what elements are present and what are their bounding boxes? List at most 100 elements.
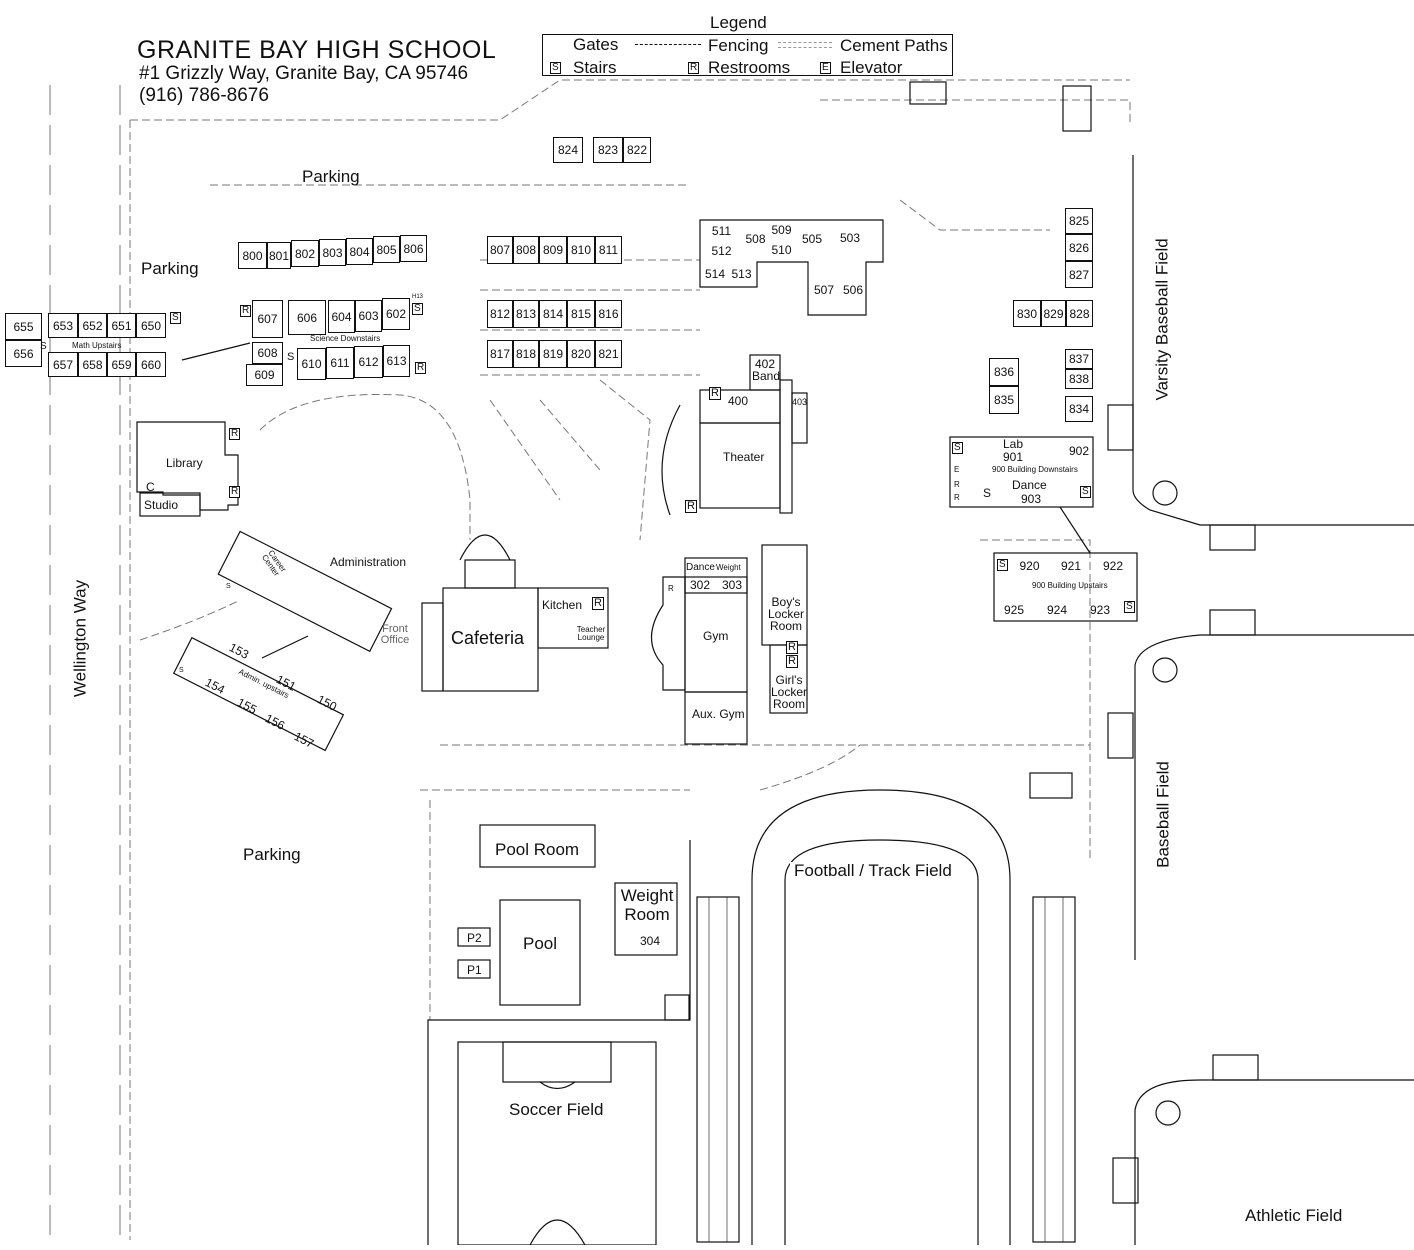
aux-gym-label: Aux. Gym — [692, 707, 745, 721]
stairs-icon: S — [952, 442, 963, 454]
room-808: 808 — [513, 236, 539, 264]
room-807: 807 — [487, 236, 513, 264]
stairs-icon: S — [1080, 486, 1091, 498]
stairs-icon: S — [1124, 601, 1135, 613]
room-802: 802 — [291, 240, 319, 267]
stairs-icon: S — [40, 341, 47, 352]
room-817: 817 — [487, 340, 513, 368]
varsity-baseball-field: Varsity Baseball Field — [1152, 238, 1172, 401]
900-downstairs-label: 900 Building Downstairs — [992, 465, 1078, 474]
room-923: 923 — [1089, 603, 1111, 617]
restroom-icon: R — [954, 480, 960, 489]
room-901: 901 — [1002, 450, 1024, 464]
aux-gym-box — [684, 691, 748, 745]
theater-box — [699, 422, 781, 509]
base-2 — [1152, 657, 1178, 683]
stairs-icon: S — [997, 559, 1008, 571]
room-656: 656 — [5, 340, 42, 367]
path-800s — [480, 259, 700, 291]
room-303: 303 — [722, 578, 743, 592]
path-to-field — [759, 744, 861, 791]
theater-label: Theater — [723, 450, 765, 464]
dugout-4 — [1107, 712, 1134, 759]
room-508: 508 — [745, 232, 766, 246]
football-track-field: Football / Track Field — [790, 862, 956, 879]
path-quad-right — [489, 399, 601, 501]
room-509: 509 — [771, 223, 792, 237]
900-upstairs-label: 900 Building Upstairs — [1032, 581, 1108, 590]
path-mid — [480, 329, 700, 376]
path-900 — [980, 539, 1091, 860]
bleachers-west — [696, 896, 740, 1243]
stairs-icon: S — [412, 303, 423, 315]
connector-900 — [1059, 506, 1091, 554]
room-652: 652 — [78, 313, 107, 338]
room-820: 820 — [567, 340, 595, 368]
parking-left: Parking — [141, 259, 199, 278]
restroom-icon: R — [685, 500, 697, 513]
lab-label: Lab — [1003, 437, 1024, 451]
room-657: 657 — [48, 352, 78, 377]
library-label: Library — [166, 456, 203, 470]
path-theater — [599, 379, 651, 541]
room-813: 813 — [513, 300, 539, 328]
theater-east — [779, 379, 793, 514]
science-downstairs-label: Science Downstairs — [310, 334, 381, 343]
room-816: 816 — [595, 300, 622, 328]
legend-cement: Cement Paths — [840, 36, 948, 55]
school-title: GRANITE BAY HIGH SCHOOL — [137, 36, 497, 64]
room-902: 902 — [1068, 444, 1090, 458]
room-834: 834 — [1065, 396, 1093, 422]
room-302: 302 — [690, 578, 711, 592]
connector-600 — [181, 342, 251, 361]
p1-room — [457, 959, 491, 979]
room-p1: P1 — [467, 963, 482, 977]
dance-weight-box — [684, 557, 748, 594]
dance-903-label: Dance — [1012, 478, 1047, 492]
room-829: 829 — [1041, 300, 1066, 327]
cafeteria-arch — [459, 534, 511, 561]
room-836: 836 — [989, 358, 1019, 386]
room-804: 804 — [346, 238, 373, 265]
stairs-icon: S — [179, 667, 184, 674]
pool-room-label: Pool Room — [495, 840, 580, 859]
room-803: 803 — [319, 239, 346, 266]
path-quad-left — [259, 393, 471, 540]
cafeteria-west — [421, 602, 444, 692]
soccer-field-outline — [457, 1041, 657, 1246]
band-box — [749, 354, 781, 391]
room-400: 400 — [728, 394, 749, 408]
room-659: 659 — [107, 352, 136, 377]
parking-bottom: Parking — [243, 845, 301, 864]
room-810: 810 — [567, 236, 595, 264]
room-506: 506 — [842, 283, 864, 297]
legend-fencing: Fencing — [708, 36, 769, 55]
room-611: 611 — [326, 347, 354, 379]
room-828: 828 — [1066, 300, 1093, 327]
path-admin — [139, 599, 241, 641]
pool-outline — [499, 899, 581, 1006]
restroom-icon: R — [229, 486, 241, 498]
pool-room-box — [479, 824, 596, 868]
cafeteria-north — [464, 559, 516, 589]
room-811: 811 — [595, 236, 622, 264]
room-514: 514 — [704, 267, 726, 281]
cafeteria-label: Cafeteria — [451, 628, 525, 648]
dance-302-label: Dance — [686, 562, 715, 573]
room-603: 603 — [355, 300, 382, 332]
boys-locker-label: Boy's Locker Room — [767, 595, 805, 633]
base-3 — [1155, 1100, 1181, 1126]
room-925: 925 — [1003, 603, 1025, 617]
room-806: 806 — [400, 235, 427, 262]
administration-label: Administration — [330, 555, 407, 569]
base-1 — [1152, 480, 1178, 506]
legend-box — [542, 34, 953, 76]
room-513: 513 — [731, 267, 752, 281]
stairs-icon: S — [550, 62, 561, 74]
room-826: 826 — [1065, 234, 1093, 261]
room-801: 801 — [267, 242, 291, 269]
restroom-icon: R — [240, 305, 252, 317]
room-822: 822 — [623, 137, 651, 163]
room-825: 825 — [1065, 208, 1093, 234]
room-805: 805 — [373, 236, 400, 263]
